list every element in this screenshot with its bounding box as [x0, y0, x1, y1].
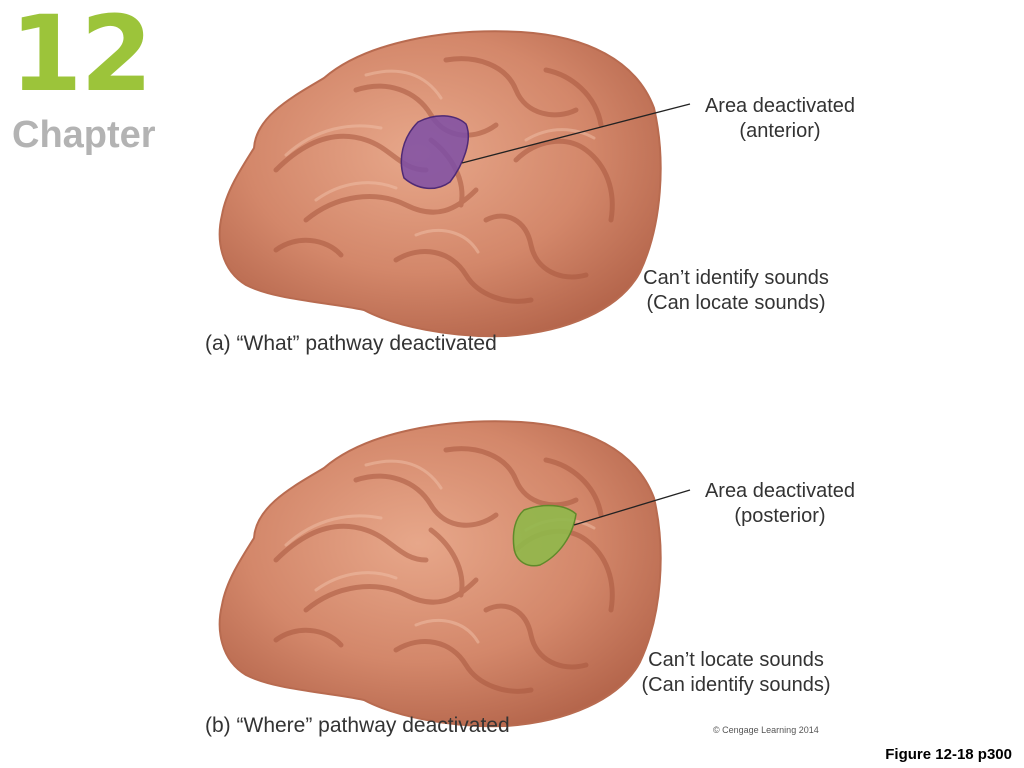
effect-label-a: Can’t identify sounds (Can locate sounds…: [643, 267, 829, 314]
anterior-region: [400, 115, 470, 190]
area-label-posterior: Area deactivated (posterior): [704, 480, 856, 527]
chapter-word: Chapter: [12, 114, 156, 156]
copyright-notice: © Cengage Learning 2014: [713, 725, 819, 735]
effect-label-b: Can’t locate sounds (Can identify sounds…: [641, 649, 831, 696]
figure-reference: Figure 12-18 p300: [885, 746, 1012, 763]
caption-b: (b) “Where” pathway deactivated: [205, 714, 510, 737]
posterior-region: [512, 504, 577, 567]
caption-a: (a) “What” pathway deactivated: [205, 332, 497, 355]
chapter-number: 12: [10, 0, 153, 115]
area-label-anterior: Area deactivated (anterior): [704, 95, 856, 142]
